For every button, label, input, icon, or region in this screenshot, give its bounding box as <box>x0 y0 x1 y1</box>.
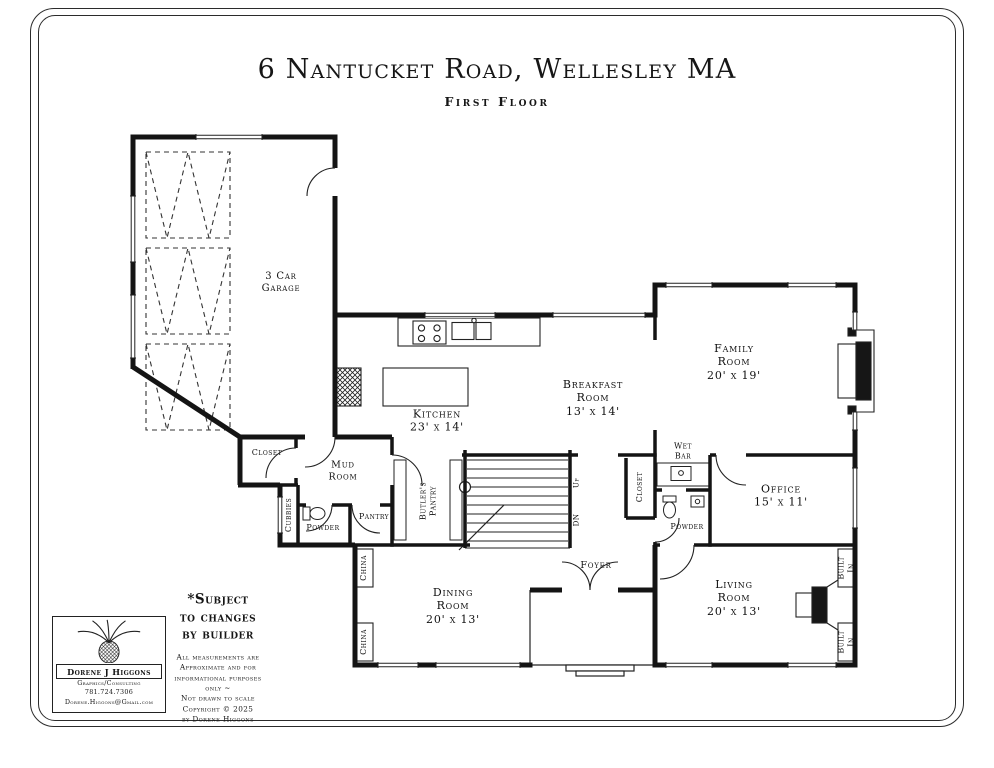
subject-to-change-note: *Subject to changes by builder <box>179 591 257 643</box>
room-label-dining: Dining Room 20' x 13' <box>426 585 480 626</box>
room-label-office: Office 15' x 11' <box>754 482 808 509</box>
powder-east-fixtures <box>662 495 705 519</box>
room-label-garage: 3 Car Garage <box>261 270 301 294</box>
label-china-upper: China <box>359 555 369 581</box>
family-fireplace <box>837 327 875 415</box>
room-label-mud-room: Mud Room <box>328 459 358 482</box>
logo-service: Graphics/Consulting <box>77 679 141 687</box>
room-label-family: Family Room 20' x 19' <box>707 341 761 382</box>
powder-west-toilet <box>302 506 326 521</box>
kitchen-island <box>382 367 469 407</box>
page-title: 6 Nantucket Road, Wellesley MA <box>257 54 737 85</box>
pineapple-icon <box>77 619 141 663</box>
logo-box: Dorene J Higgons Graphics/Consulting 781… <box>52 616 166 713</box>
label-stairs-dn: DN <box>571 513 581 527</box>
room-label-wet-bar: Wet Bar <box>673 441 693 460</box>
page-border-inner <box>38 15 956 721</box>
living-fireplace <box>795 579 839 631</box>
faucet <box>471 317 477 324</box>
living-built-ins <box>837 548 856 662</box>
page-subtitle: First Floor <box>444 94 550 109</box>
range <box>412 320 447 345</box>
room-label-breakfast: Breakfast Room 13' x 14' <box>562 377 624 418</box>
label-built-in-lower: Built In <box>836 630 855 654</box>
label-built-in-upper: Built In <box>836 556 855 580</box>
exterior-walls <box>130 134 858 668</box>
refrigerator <box>336 367 362 407</box>
china-cabinets <box>355 548 374 662</box>
butlers-pantry-counters <box>393 459 463 541</box>
room-label-butlers-pantry: Butler's Pantry <box>418 481 437 521</box>
wet-bar-fixtures <box>656 462 710 487</box>
room-label-closet-mud: Closet <box>251 448 283 458</box>
room-label-pantry: Pantry <box>358 512 390 522</box>
room-label-closet-foyer: Closet <box>635 471 645 503</box>
room-label-living: Living Room 20' x 13' <box>707 577 761 618</box>
sink-basin <box>451 321 475 341</box>
garage-parking-spaces <box>145 151 231 431</box>
room-label-kitchen: Kitchen 23' x 14' <box>410 407 464 434</box>
room-label-foyer: Foyer <box>580 560 612 572</box>
disclaimer-text: All measurements are Approximate and for… <box>174 652 262 724</box>
logo-name: Dorene J Higgons <box>56 664 162 679</box>
interior-walls <box>280 315 857 548</box>
label-stairs-up: Up <box>571 477 581 489</box>
logo-phone: 781.724.7306 <box>84 688 134 697</box>
doors <box>265 167 747 591</box>
stairs <box>458 459 570 551</box>
porch-and-steps <box>529 590 655 677</box>
windows <box>130 134 858 668</box>
kitchen-fixtures <box>336 317 541 407</box>
page-border-outer <box>30 8 964 727</box>
label-china-lower: China <box>359 629 369 655</box>
room-label-powder-east: Powder <box>670 522 704 532</box>
room-label-powder-west: Powder <box>306 523 340 533</box>
room-label-cubbies: Cubbies <box>284 497 294 533</box>
logo-email: Dorene.Higgons@Gmail.com <box>64 697 154 706</box>
